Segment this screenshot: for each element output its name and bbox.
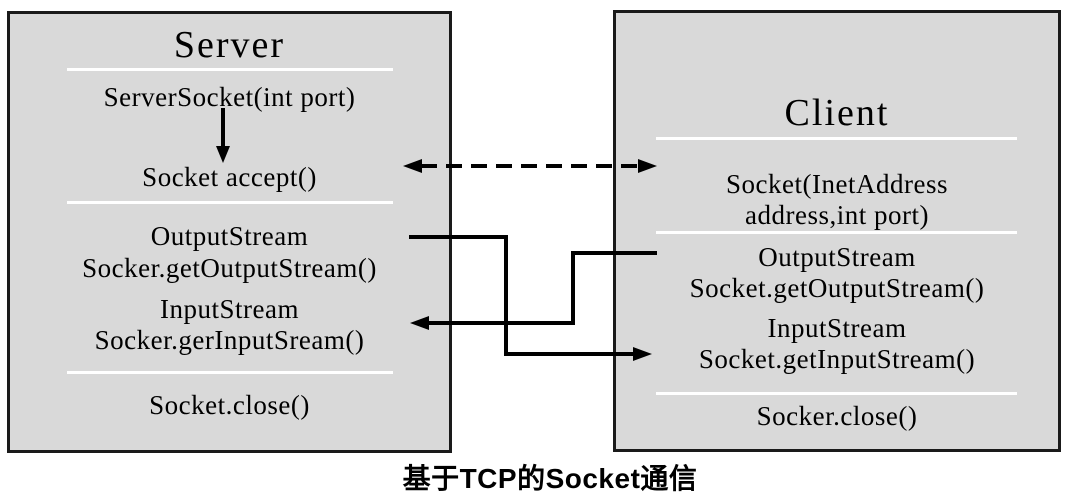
server-close-label: Socket.close() — [149, 390, 310, 420]
client-getinputstream-label: Socket.getInputStream() — [698, 344, 976, 374]
server-outputstream-label: OutputStream — [150, 221, 309, 251]
client-close-label: Socker.close() — [756, 401, 918, 431]
client-separator-3 — [656, 392, 1017, 395]
server-separator-2 — [67, 201, 393, 204]
client-getoutputstream-label: Socket.getOutputStream() — [689, 273, 985, 303]
server-separator-3 — [67, 371, 393, 374]
server-getoutputstream-label: Socker.getOutputStream() — [82, 253, 377, 283]
server-title: Server — [173, 24, 286, 66]
server-inputstream-label: InputStream — [160, 294, 299, 324]
server-separator-1 — [67, 68, 393, 71]
client-constructor-line1: Socket(InetAddress — [726, 169, 948, 199]
client-separator-2 — [656, 231, 1017, 234]
server-getinputstream-label: Socker.gerInputSream() — [94, 325, 365, 355]
client-separator-1 — [656, 137, 1017, 140]
client-constructor-line2: address,int port) — [745, 200, 929, 230]
server-accept-label: Socket accept() — [142, 162, 317, 192]
server-box — [7, 11, 452, 453]
diagram-caption: 基于TCP的Socket通信 — [402, 463, 698, 494]
client-outputstream-label: OutputStream — [758, 242, 916, 272]
client-inputstream-label: InputStream — [767, 313, 907, 343]
client-title: Client — [784, 92, 890, 134]
server-constructor-label: ServerSocket(int port) — [103, 82, 356, 112]
